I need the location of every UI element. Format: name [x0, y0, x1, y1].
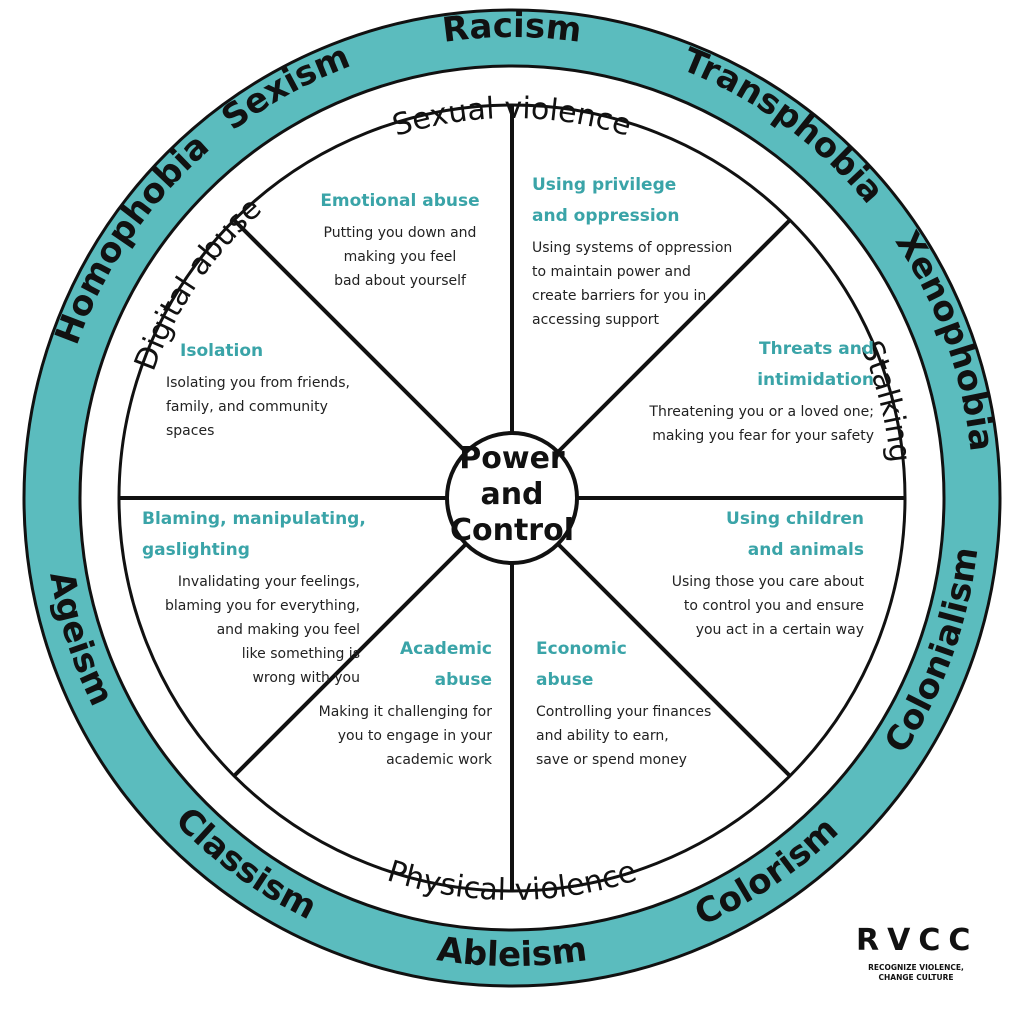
desc-line: family, and community	[166, 399, 328, 415]
title-line: abuse	[434, 670, 492, 690]
segment-description: Using those you care about to control yo…	[620, 570, 864, 642]
segment-title: Academic abuse	[290, 634, 492, 696]
segment-threats-intimidation: Threats and intimidation Threatening you…	[612, 334, 874, 448]
rvcc-logo-mark: RVCC	[856, 919, 979, 959]
desc-line: accessing support	[532, 312, 660, 328]
tagline-line: RECOGNIZE VIOLENCE,	[868, 963, 964, 972]
title-line: intimidation	[757, 370, 874, 390]
segment-emotional-abuse: Emotional abuse Putting you down and mak…	[290, 186, 510, 293]
desc-line: to control you and ensure	[683, 598, 864, 614]
title-line: abuse	[536, 670, 594, 690]
segment-blaming-manipulating: Blaming, manipulating, gaslighting Inval…	[142, 504, 392, 690]
outer-ring-border-inner	[78, 64, 946, 932]
desc-line: Isolating you from friends,	[166, 375, 350, 391]
desc-line: you act in a certain way	[695, 622, 864, 638]
segment-description: Threatening you or a loved one; making y…	[612, 400, 874, 448]
segment-description: Invalidating your feelings, blaming you …	[142, 570, 360, 690]
desc-line: Threatening you or a loved one;	[649, 404, 874, 420]
segment-title: Isolation	[180, 341, 264, 361]
title-line: and oppression	[532, 206, 680, 226]
desc-line: Making it challenging for	[318, 704, 492, 720]
desc-line: Invalidating your feelings,	[177, 574, 360, 590]
segment-using-privilege: Using privilege and oppression Using sys…	[532, 170, 772, 332]
segment-title: Using children and animals	[620, 504, 864, 566]
spoke-se	[556, 542, 792, 778]
title-line: Economic	[536, 639, 627, 659]
spoke-ne	[556, 218, 792, 454]
segment-economic-abuse: Economic abuse Controlling your finances…	[536, 634, 756, 772]
segment-title: Emotional abuse	[320, 191, 480, 211]
desc-line: create barriers for you in	[532, 288, 707, 304]
desc-line: Using those you care about	[671, 574, 864, 590]
segment-title: Threats and intimidation	[612, 334, 874, 396]
title-line: Threats and	[759, 339, 874, 359]
spoke-sw	[232, 542, 468, 778]
desc-line: bad about yourself	[334, 273, 466, 289]
desc-line: to maintain power and	[532, 264, 691, 280]
desc-line: and ability to earn,	[536, 728, 669, 744]
desc-line: Putting you down and	[323, 225, 477, 241]
rvcc-logo: RVCC RECOGNIZE VIOLENCE, CHANGE CULTURE	[856, 919, 979, 1005]
center-title-line3: Control	[450, 513, 574, 548]
spokes	[119, 105, 905, 891]
outer-ring	[24, 10, 1000, 986]
title-line: gaslighting	[142, 540, 250, 560]
segment-description: Making it challenging for you to engage …	[290, 700, 492, 772]
segment-title: Economic abuse	[536, 634, 756, 696]
title-line: and animals	[747, 540, 864, 560]
desc-line: making you fear for your safety	[652, 428, 874, 444]
segment-description: Using systems of oppression to maintain …	[532, 236, 772, 332]
tagline-line: CHANGE CULTURE	[878, 973, 954, 982]
segment-title: Using privilege and oppression	[532, 170, 772, 232]
segment-description: Isolating you from friends, family, and …	[166, 371, 386, 443]
ring-label-ableism: Ableism	[435, 929, 589, 975]
desc-line: you to engage in your	[337, 728, 492, 744]
center-title-line2: and	[480, 477, 543, 512]
ring-label-homophobia: Homophobia	[47, 126, 216, 350]
desc-line: spaces	[166, 423, 215, 439]
segment-description: Controlling your finances and ability to…	[536, 700, 756, 772]
title-line: Academic	[399, 639, 492, 659]
desc-line: making you feel	[343, 249, 457, 265]
desc-line: Using systems of oppression	[532, 240, 733, 256]
center-hub	[445, 431, 579, 565]
rvcc-tagline: RECOGNIZE VIOLENCE, CHANGE CULTURE	[856, 963, 976, 983]
segment-title: Blaming, manipulating, gaslighting	[142, 504, 392, 566]
logo-mark-text: RVCC	[856, 923, 979, 958]
desc-line: wrong with you	[252, 670, 360, 686]
title-line: Using children	[726, 509, 864, 529]
segment-academic-abuse: Academic abuse Making it challenging for…	[290, 634, 492, 772]
desc-line: Controlling your finances	[536, 704, 712, 720]
desc-line: academic work	[386, 752, 492, 768]
spoke-nw	[232, 218, 468, 454]
desc-line: blaming you for everything,	[165, 598, 360, 614]
segment-description: Putting you down and making you feel bad…	[290, 221, 510, 293]
ring-label-racism: Racism	[440, 6, 583, 51]
desc-line: and making you feel	[216, 622, 360, 638]
title-line: Using privilege	[532, 175, 677, 195]
title-line: Blaming, manipulating,	[142, 509, 366, 529]
segment-using-children: Using children and animals Using those y…	[620, 504, 864, 642]
desc-line: save or spend money	[536, 752, 687, 768]
center-title-line1: Power	[459, 441, 565, 476]
segment-isolation: Isolation Isolating you from friends, fa…	[166, 336, 386, 443]
outer-ring-border-outer	[22, 8, 1002, 988]
desc-line: like something is	[241, 646, 360, 662]
